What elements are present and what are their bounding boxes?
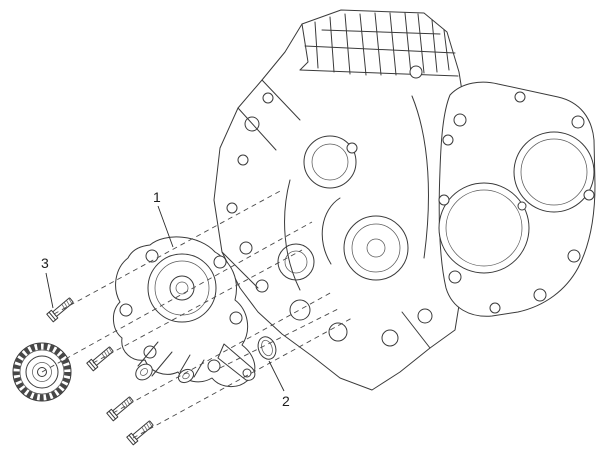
callout-3-leader (45, 272, 54, 309)
engine-block-front-face (221, 65, 433, 349)
engine-block-outline (213, 9, 469, 391)
o-ring (257, 336, 277, 360)
cylinder-head-gasket-face (438, 81, 596, 317)
timing-opening (343, 215, 409, 281)
callout-3: 3 (41, 255, 54, 309)
callout-3-label: 3 (41, 255, 49, 271)
gear-teeth-ring (13, 343, 71, 401)
pump-bracket-arm (217, 343, 256, 381)
callout-1: 1 (153, 189, 174, 248)
cylinder-bore-right (513, 131, 595, 213)
oil-pump (113, 236, 256, 387)
dashed-alignment-lines (41, 189, 353, 439)
callout-2-leader (268, 360, 285, 392)
callout-1-leader (157, 205, 174, 248)
callout-2-label: 2 (282, 393, 290, 409)
bolt-3 (106, 396, 134, 422)
engine-block-top-ribs (299, 12, 459, 77)
bolt-4 (126, 420, 154, 446)
engine-block (213, 9, 596, 391)
callout-2: 2 (268, 360, 290, 409)
bolt-2 (86, 346, 114, 372)
cylinder-bore-left (438, 182, 530, 274)
callout-1-label: 1 (153, 189, 161, 205)
